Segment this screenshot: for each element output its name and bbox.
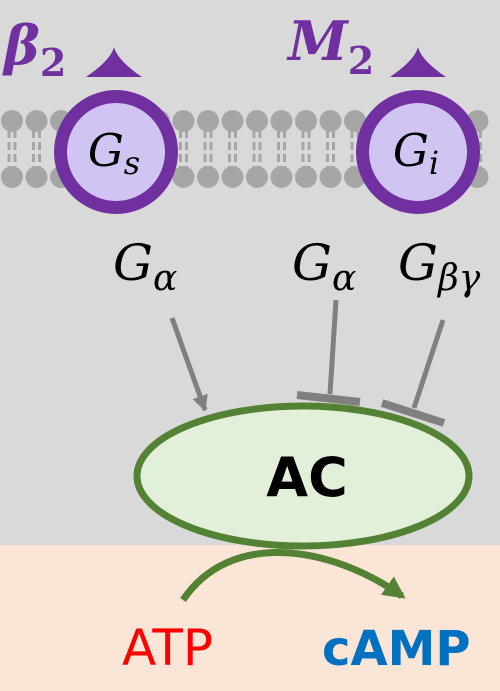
- lipid-head-bottom: [1, 166, 23, 188]
- lipid-head-bottom: [221, 166, 244, 188]
- adenylyl-cyclase-enzyme: [133, 402, 473, 550]
- lipid-head-bottom: [172, 166, 195, 188]
- lipid-head-top: [270, 110, 293, 132]
- lipid-head-bottom: [197, 166, 219, 188]
- lipid-head-top: [1, 110, 23, 132]
- gi-coupled-receptor: Gi: [356, 47, 480, 214]
- camp-label: cAMP: [322, 621, 471, 677]
- lipid-head-top: [197, 110, 219, 132]
- gs-protein-circle: [67, 103, 165, 201]
- gi-betagamma-subunit-label: Gβγ: [398, 234, 481, 299]
- gs-coupled-receptor: Gs: [54, 47, 178, 214]
- gi-alpha-subunit-label: Gα: [292, 234, 356, 299]
- cytoplasm-region-background: [0, 545, 500, 691]
- lipid-head-bottom: [319, 166, 342, 188]
- lipid-head-top: [221, 110, 244, 132]
- lipid-head-top: [172, 110, 195, 132]
- lipid-head-top: [25, 110, 48, 132]
- receptor-beta2-label: β2: [2, 13, 66, 85]
- lipid-head-top: [295, 110, 317, 132]
- lipid-head-bottom: [25, 166, 48, 188]
- gs-protein-label: Gs: [88, 124, 140, 182]
- lipid-head-top: [246, 110, 268, 132]
- lipid-head-bottom: [295, 166, 317, 188]
- gbetagamma-inhibition-icon: [380, 319, 446, 427]
- receptor-m2-label: M2: [286, 9, 374, 83]
- lipid-head-top: [344, 110, 366, 132]
- adenylyl-cyclase-label: AC: [266, 446, 347, 509]
- gs-alpha-subunit-label: Gα: [113, 234, 177, 299]
- lipid-head-top: [319, 110, 342, 132]
- activation-arrow-icon: [169, 317, 208, 412]
- gi-protein-circle: [369, 103, 467, 201]
- atp-label: ATP: [122, 619, 213, 677]
- gi-protein-label: Gi: [393, 124, 439, 182]
- lipid-head-bottom: [270, 166, 293, 188]
- gi-alpha-inhibition-icon: [296, 299, 361, 406]
- conversion-arrow-icon: [180, 549, 406, 602]
- lipid-head-bottom: [246, 166, 268, 188]
